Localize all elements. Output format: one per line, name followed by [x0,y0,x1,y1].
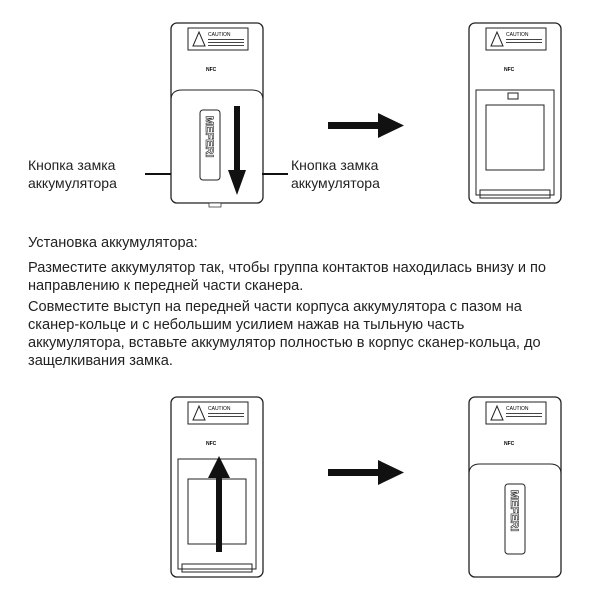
caution-label: CAUTION [506,406,529,412]
arrow-up-icon [208,456,230,478]
leader-line-right [262,173,288,175]
laser-warning-icon [490,404,504,421]
nfc-label: NFC [504,67,515,73]
nfc-label: NFC [206,441,217,447]
arrow-right-icon [328,460,404,485]
instructions-heading: Установка аккумулятора: [28,235,198,251]
caution-label: CAUTION [208,406,231,412]
label-lock-button-right: Кнопка замка аккумулятора [291,157,380,191]
brand-logo: MEFERI [508,490,520,532]
caution-label: CAUTION [506,32,529,38]
instructions-paragraph-2: Совместите выступ на передней части корп… [28,299,541,369]
scanner-open-arrow-up: CAUTION NFC [170,396,264,578]
laser-warning-icon [490,30,504,47]
brand-logo: MEFERI [203,116,215,158]
leader-line-left [145,173,171,175]
scanner-open: CAUTION NFC [468,22,562,204]
label-lock-button-left: Кнопка замка аккумулятора [28,157,117,191]
instructions-paragraph-1: Разместите аккумулятор так, чтобы группа… [28,260,547,294]
nfc-label: NFC [504,441,515,447]
scanner-closed: CAUTION NFC MEFERI [468,396,562,578]
caution-label: CAUTION [208,32,231,38]
nfc-label: NFC [206,67,217,73]
laser-warning-icon [192,30,206,47]
arrow-right-icon [328,113,404,138]
arrow-down-icon [228,170,246,195]
scanner-closed-arrow-down: CAUTION NFC MEFERI [170,22,264,208]
laser-warning-icon [192,404,206,421]
